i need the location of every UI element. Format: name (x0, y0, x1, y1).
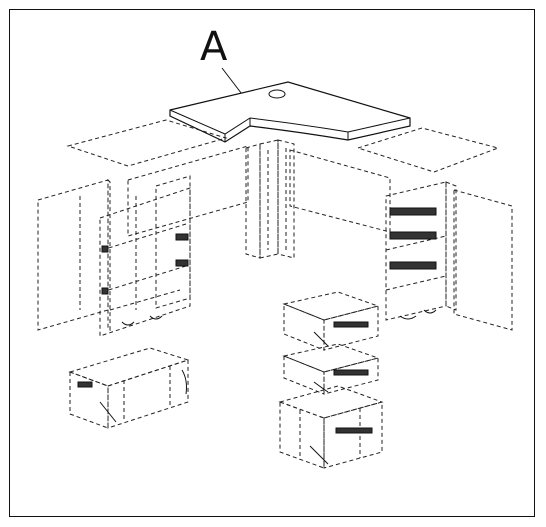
part-label-a: A (200, 24, 228, 70)
left-top-panel (66, 119, 228, 167)
drawer-box-stack-1 (282, 291, 380, 351)
diagram-frame: A (9, 9, 535, 517)
exploded-assembly-diagram: A (37, 24, 513, 469)
drawer-box-stack-2 (282, 343, 380, 395)
left-pedestal-cabinet (37, 175, 191, 337)
right-top-panel (356, 127, 500, 173)
right-pedestal-cabinet (385, 181, 513, 331)
drawer-slide-bottom (389, 261, 437, 270)
drawer-slide-middle (389, 231, 437, 240)
desktop-top-panel (169, 81, 411, 143)
drawer-box-left (68, 347, 190, 429)
drawer-box-stack-3 (278, 385, 384, 469)
cable-grommet-hole (268, 89, 286, 99)
center-support-post (245, 139, 295, 259)
back-panels (127, 145, 391, 237)
drawer-slide-top (389, 207, 437, 216)
